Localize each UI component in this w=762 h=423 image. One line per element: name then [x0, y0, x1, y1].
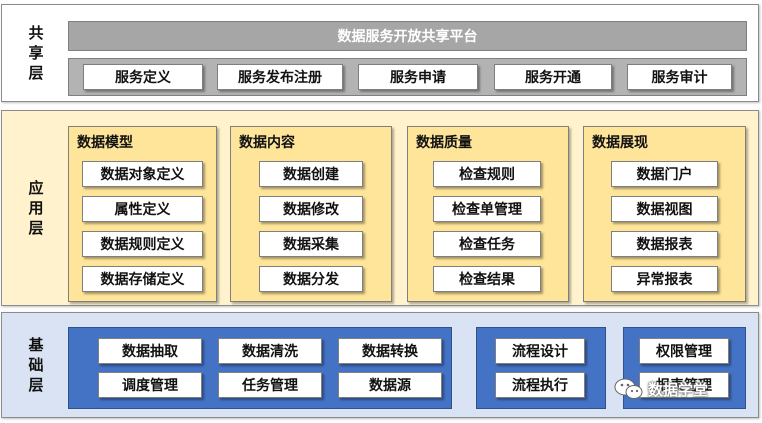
group-data-quality: 数据质量 检查规则 检查单管理 检查任务 检查结果	[407, 126, 569, 302]
service-box: 服务发布注册	[217, 64, 343, 90]
service-row: 服务定义 服务发布注册 服务申请 服务开通 服务审计	[68, 58, 747, 96]
group-title: 数据内容	[239, 135, 295, 151]
group-item: 数据存储定义	[82, 266, 203, 292]
base-item: 流程执行	[495, 372, 585, 398]
base-group-data-processing: 数据抽取 数据清洗 数据转换 调度管理 任务管理 数据源	[68, 327, 452, 409]
group-item: 数据门户	[611, 161, 718, 187]
share-layer: 共享层 数据服务开放共享平台 服务定义 服务发布注册 服务申请 服务开通 服务审…	[1, 4, 759, 102]
group-item: 数据创建	[259, 161, 363, 187]
group-title: 数据质量	[416, 135, 472, 151]
group-item: 检查任务	[433, 231, 541, 257]
group-item: 数据视图	[611, 196, 718, 222]
group-item: 数据修改	[259, 196, 363, 222]
group-data-presentation: 数据展现 数据门户 数据视图 数据报表 异常报表	[583, 126, 746, 302]
service-box: 服务申请	[358, 64, 478, 90]
group-item: 检查规则	[433, 161, 541, 187]
group-item: 数据报表	[611, 231, 718, 257]
base-item: 任务管理	[218, 372, 322, 398]
base-layer: 基础层 数据抽取 数据清洗 数据转换 调度管理 任务管理 数据源 流程设计 流程…	[1, 312, 759, 418]
group-item: 检查单管理	[433, 196, 541, 222]
platform-title: 数据服务开放共享平台	[68, 21, 747, 51]
base-item: 流程设计	[495, 338, 585, 364]
group-item: 数据对象定义	[82, 161, 203, 187]
group-item: 数据采集	[259, 231, 363, 257]
group-data-model: 数据模型 数据对象定义 属性定义 数据规则定义 数据存储定义	[68, 126, 217, 302]
service-box: 服务审计	[627, 64, 732, 90]
group-title: 数据模型	[77, 135, 133, 151]
base-item: 权限管理	[639, 338, 729, 364]
group-item: 检查结果	[433, 266, 541, 292]
base-layer-label: 基础层	[28, 336, 44, 394]
group-item: 数据规则定义	[82, 231, 203, 257]
wechat-icon	[614, 378, 643, 399]
base-item: 数据清洗	[218, 338, 322, 364]
base-item: 调度管理	[98, 372, 202, 398]
application-layer-label: 应用层	[28, 179, 44, 237]
watermark: 数据学堂	[614, 378, 708, 400]
base-item: 数据抽取	[98, 338, 202, 364]
base-item: 数据转换	[338, 338, 442, 364]
group-title: 数据展现	[592, 135, 648, 151]
group-data-content: 数据内容 数据创建 数据修改 数据采集 数据分发	[230, 126, 392, 302]
group-item: 数据分发	[259, 266, 363, 292]
group-item: 异常报表	[611, 266, 718, 292]
base-item: 报表管理	[639, 372, 729, 398]
application-layer: 应用层 数据模型 数据对象定义 属性定义 数据规则定义 数据存储定义 数据内容 …	[1, 110, 759, 306]
watermark-text: 数据学堂	[648, 380, 709, 399]
service-box: 服务定义	[83, 64, 203, 90]
group-item: 属性定义	[82, 196, 203, 222]
base-item: 数据源	[338, 372, 442, 398]
base-group-management: 权限管理 报表管理	[623, 327, 746, 409]
share-layer-label: 共享层	[28, 24, 44, 82]
service-box: 服务开通	[494, 64, 612, 90]
base-group-workflow: 流程设计 流程执行	[476, 327, 606, 409]
